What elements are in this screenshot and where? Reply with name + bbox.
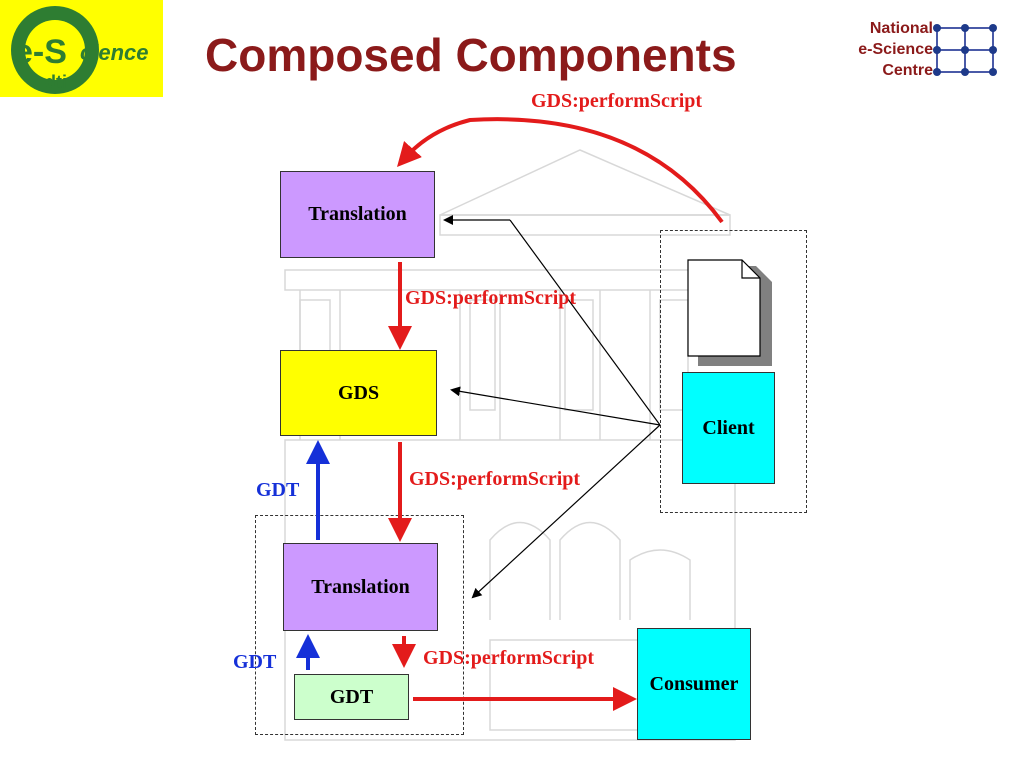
svg-text:cience: cience bbox=[80, 40, 149, 65]
arrow-client-to-translation-top bbox=[397, 117, 724, 224]
label-gdt-upper: GDT bbox=[256, 479, 300, 501]
label-top-curve: GDS:performScript bbox=[531, 90, 703, 112]
translation-bottom-box: Translation bbox=[283, 543, 438, 631]
nesc-logo-line2: e-Science bbox=[858, 41, 933, 58]
document-icon bbox=[687, 259, 772, 366]
nesc-grid-icon bbox=[933, 24, 997, 76]
page-title: Composed Components bbox=[205, 29, 737, 81]
label-gds-to-translation: GDS:performScript bbox=[409, 468, 581, 490]
label-gdt-lower: GDT bbox=[233, 651, 277, 673]
label-gdt-to-consumer: GDS:performScript bbox=[423, 647, 595, 669]
label-translation-to-gds: GDS:performScript bbox=[405, 287, 577, 309]
nesc-logo: National e-Science Centre bbox=[845, 18, 1005, 88]
client-box: Client bbox=[682, 372, 775, 484]
arrow-client-config-translation-top bbox=[509, 219, 661, 426]
client-group-boundary bbox=[660, 230, 807, 513]
e-science-dti-logo: e-S cience dti bbox=[0, 0, 163, 97]
consumer-box: Consumer bbox=[637, 628, 751, 740]
gdt-box: GDT bbox=[294, 674, 409, 720]
nesc-logo-line3: Centre bbox=[882, 62, 933, 79]
arrow-client-config-translation-bottom bbox=[471, 424, 661, 599]
gds-box: GDS bbox=[280, 350, 437, 436]
nesc-logo-line1: National bbox=[869, 20, 933, 37]
translation-top-box: Translation bbox=[280, 171, 435, 258]
svg-text:dti: dti bbox=[45, 72, 67, 92]
svg-text:e-S: e-S bbox=[14, 33, 67, 71]
translation-group-boundary bbox=[255, 515, 464, 735]
arrow-client-config-gds bbox=[450, 386, 661, 426]
logo-emblem: e-S cience dti bbox=[11, 6, 149, 94]
